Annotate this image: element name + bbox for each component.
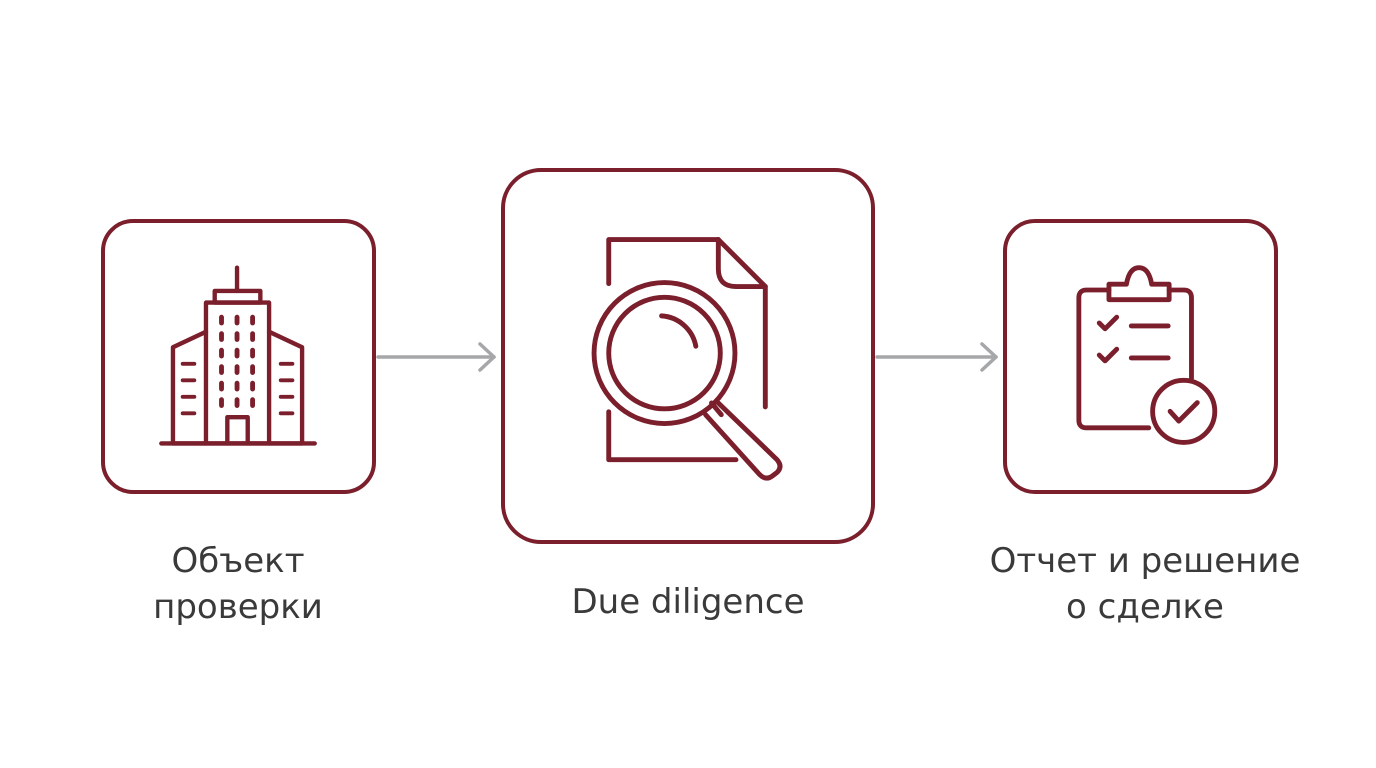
step-object-label-line-2: проверки (153, 587, 323, 627)
step-due-diligence-box (501, 168, 875, 544)
step-object-label-line-1: Объект (171, 541, 305, 581)
step-report-label: Отчет и решение о сделке (940, 538, 1350, 630)
step-due-diligence-label: Due diligence (488, 579, 888, 625)
step-due-diligence-label-line-1: Due diligence (571, 582, 805, 622)
arrow-right-icon (875, 342, 998, 372)
clipboard-checklist-icon (1076, 265, 1218, 445)
step-object-label: Объект проверки (88, 538, 388, 630)
step-report-box (1003, 219, 1278, 494)
step-object-box (101, 219, 376, 494)
document-magnifier-icon (591, 237, 783, 481)
step-report-label-line-2: о сделке (1066, 587, 1224, 627)
arrow-right-icon (376, 342, 496, 372)
step-report-label-line-1: Отчет и решение (989, 541, 1301, 581)
office-building-icon (159, 265, 317, 446)
